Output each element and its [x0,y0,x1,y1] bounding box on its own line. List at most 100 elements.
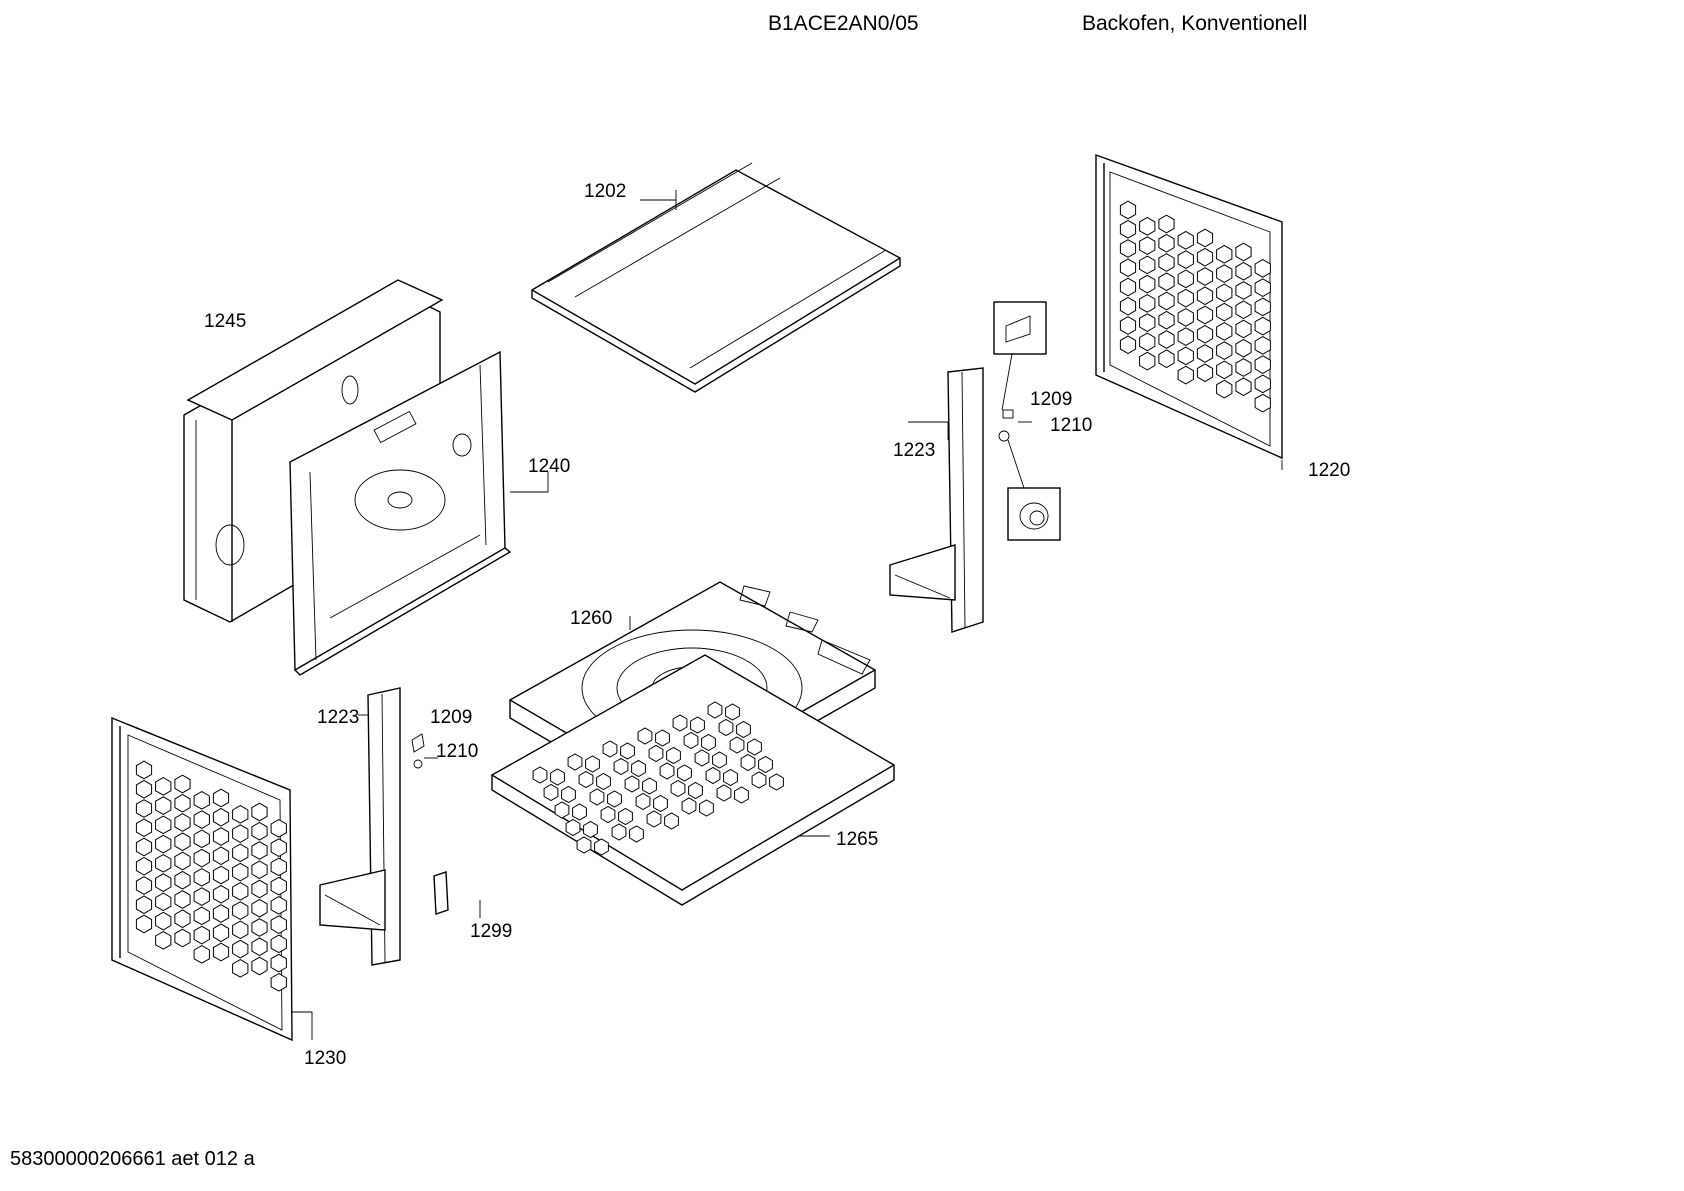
model-number: B1ACE2AN0/05 [768,12,919,35]
honeycomb-cell [1235,300,1252,320]
honeycomb-cell [1196,305,1214,325]
honeycomb-cell [174,832,191,852]
honeycomb-cell [1235,377,1252,397]
honeycomb-cell [193,868,210,887]
honeycomb-cell [740,753,756,772]
part-side-wall-right[interactable] [1095,154,1283,460]
callout-1223-upper: 1223 [893,440,935,461]
honeycomb-cell [1216,322,1233,341]
honeycomb-cell [1139,255,1156,275]
honeycomb-cell [1177,365,1194,385]
honeycomb-cell [543,783,559,802]
honeycomb-cell [174,774,191,794]
honeycomb-cell [155,815,172,835]
honeycomb-cell [683,731,699,750]
callout-1210-lower: 1210 [436,741,478,762]
part-side-wall-left[interactable] [111,716,293,1042]
honeycomb-cell [1254,355,1271,374]
part-shelf-rail-lower[interactable] [319,687,401,966]
honeycomb-cell [677,764,692,782]
honeycomb-cell [751,771,767,789]
nut-1210-lower[interactable] [413,759,423,769]
honeycomb-cell [212,865,230,885]
honeycomb-cell [699,799,714,817]
part-seal-strip[interactable] [433,871,449,915]
honeycomb-cell [1196,344,1214,363]
clip-1209-upper[interactable] [1002,409,1014,419]
honeycomb-cell [212,884,230,904]
honeycomb-cell [212,846,230,866]
honeycomb-cell [1216,360,1233,380]
honeycomb-cell [232,843,249,863]
honeycomb-cell [690,716,705,734]
honeycomb-cell [1119,258,1137,278]
callout-1240: 1240 [528,456,570,477]
part-cavity-panel[interactable] [289,350,512,676]
honeycomb-cell [155,892,172,912]
honeycomb-cell [135,876,153,895]
honeycomb-cell [270,896,287,915]
honeycomb-cell [251,802,268,822]
part-top-cover[interactable] [530,162,902,393]
honeycomb-cell [1216,379,1233,399]
detail-box-1209-upper[interactable] [993,301,1047,411]
honeycomb-cell [135,914,153,934]
honeycomb-cell [642,777,657,795]
honeycomb-cell [1158,310,1175,330]
honeycomb-cell [251,937,268,957]
honeycomb-cell [212,942,230,962]
honeycomb-cell [1196,267,1214,286]
honeycomb-cell [251,879,268,899]
honeycomb-cell [1139,351,1156,371]
honeycomb-cell [135,799,153,818]
clip-1209-lower[interactable] [411,733,425,753]
honeycomb-cell [602,740,618,758]
part-shelf-rail-upper[interactable] [889,367,984,633]
honeycomb-cell [1139,294,1156,313]
honeycomb-cell [758,755,773,774]
honeycomb-cell [251,841,268,860]
honeycomb-cell [232,959,249,978]
honeycomb-cell [270,915,287,934]
honeycomb-cell [611,823,627,841]
detail-box-1210-upper[interactable] [1007,439,1061,541]
nut-1210-upper[interactable] [998,430,1010,442]
honeycomb-cell [1254,336,1271,355]
honeycomb-cell [565,818,581,837]
honeycomb-cell [618,807,633,826]
callout-1230: 1230 [304,1048,346,1069]
honeycomb-cell [672,714,688,732]
honeycomb-cell [769,773,784,791]
honeycomb-cell [747,738,762,756]
honeycomb-cell [1254,297,1271,317]
callout-1210-upper: 1210 [1050,415,1092,436]
honeycomb-cell [135,779,153,799]
honeycomb-cell [193,810,210,829]
part-bottom-tray[interactable] [490,654,896,906]
honeycomb-cell [620,742,635,760]
honeycomb-cell [648,744,664,763]
honeycomb-cell [232,862,249,882]
honeycomb-cell [572,803,587,821]
honeycomb-cell [607,790,622,808]
honeycomb-cell [193,925,210,945]
honeycomb-cell [155,873,172,892]
honeycomb-cell [135,895,153,915]
honeycomb-cell [135,818,153,838]
honeycomb-cell [232,805,249,824]
honeycomb-cell [155,854,172,873]
honeycomb-cell [1119,277,1137,297]
honeycomb-cell [1254,316,1271,336]
honeycomb-cell [251,821,268,841]
appliance-description: Backofen, Konventionell [1082,12,1308,35]
honeycomb-cell [251,898,268,918]
honeycomb-cell [270,857,287,877]
honeycomb-cell [155,834,172,854]
honeycomb-cell [270,953,287,973]
honeycomb-cell [576,836,592,854]
honeycomb-cell [212,904,230,923]
honeycomb-cell [637,727,653,745]
callout-1209-lower: 1209 [430,707,472,728]
honeycomb-cell [670,779,686,798]
